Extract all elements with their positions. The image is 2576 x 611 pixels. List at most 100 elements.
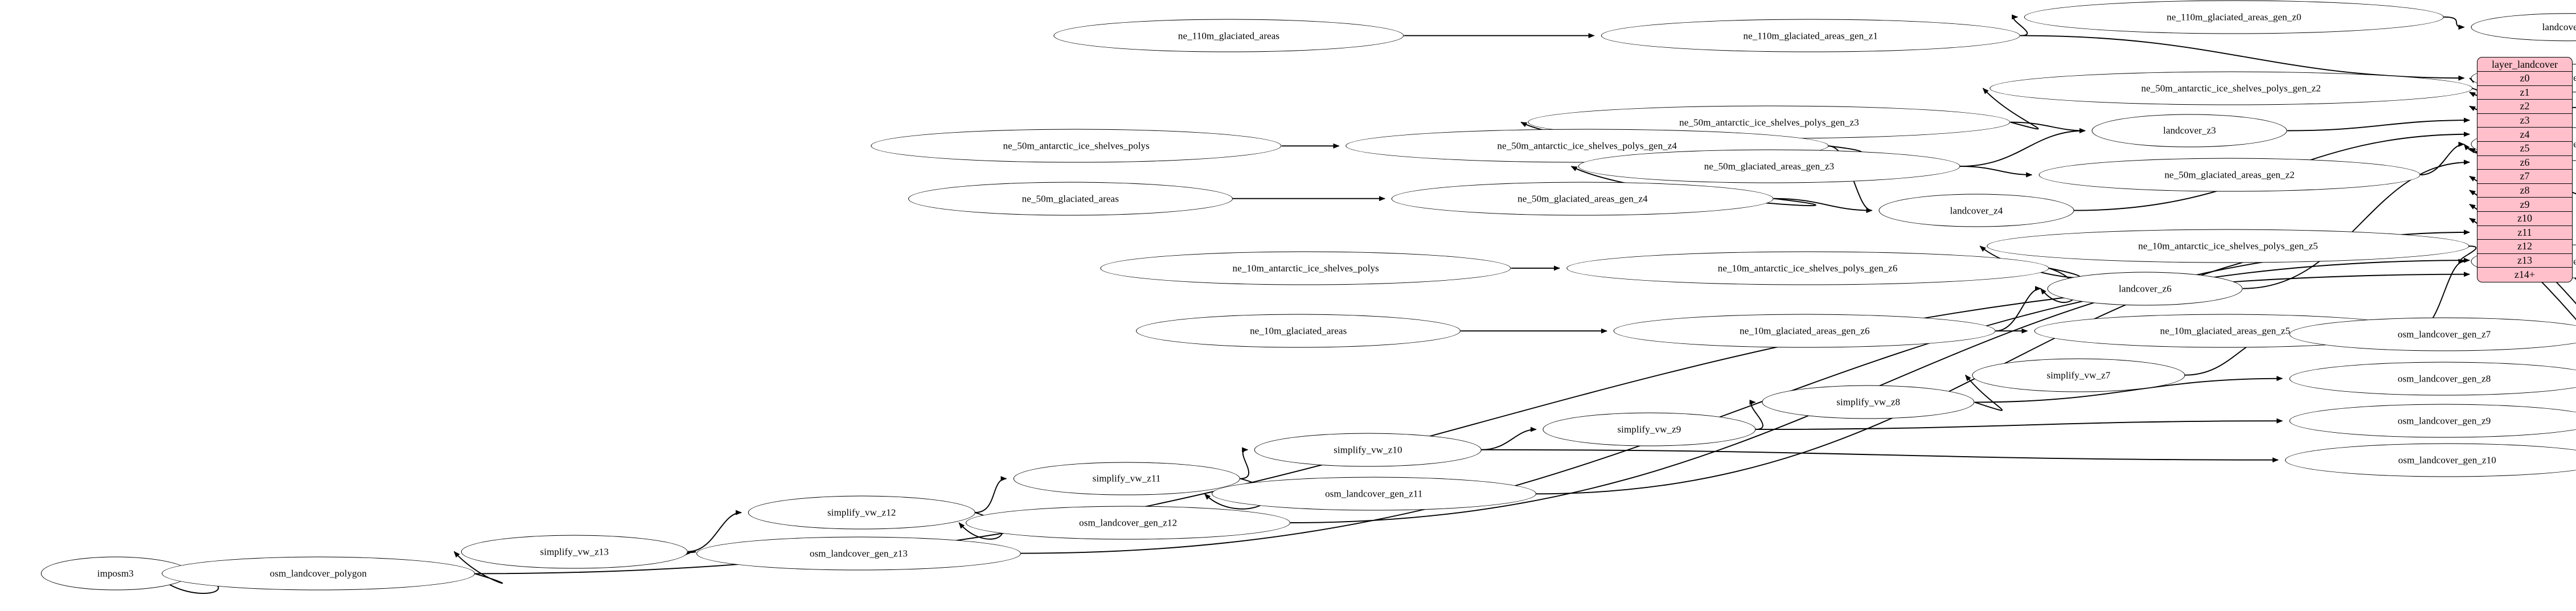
- graph-node-label: osm_landcover_gen_z8: [2397, 373, 2491, 384]
- graph-edge: [1773, 198, 1873, 214]
- graph-edge: [688, 510, 742, 552]
- graph-node-osm-landcover-gen-z8[interactable]: osm_landcover_gen_z8: [2289, 362, 2576, 396]
- graph-node-label: simplify_vw_z9: [1617, 424, 1681, 435]
- graph-node-label: ne_10m_antarctic_ice_shelves_polys_gen_z…: [2138, 240, 2318, 252]
- graph-node-simplify-vw-z10[interactable]: simplify_vw_z10: [1254, 433, 1482, 467]
- table-row-z10[interactable]: z10: [2477, 212, 2572, 226]
- table-row-z5[interactable]: z5: [2477, 142, 2572, 156]
- table-row-z4[interactable]: z4: [2477, 128, 2572, 142]
- graph-node-label: ne_50m_glaciated_areas_gen_z2: [2164, 169, 2295, 181]
- graph-node-label: osm_landcover_polygon: [269, 568, 367, 579]
- table-row-z12[interactable]: z12: [2477, 240, 2572, 254]
- graph-node-ne-10m-antarctic-ice-shelves-polys-gen-z5[interactable]: ne_10m_antarctic_ice_shelves_polys_gen_z…: [1987, 229, 2470, 263]
- graph-node-label: ne_50m_antarctic_ice_shelves_polys: [1003, 140, 1150, 151]
- graph-edge: [1749, 399, 1763, 430]
- graph-edge: [1982, 88, 2039, 130]
- graph-edge: [2010, 121, 2086, 134]
- graph-node-osm-landcover-gen-z11[interactable]: osm_landcover_gen_z11: [1211, 477, 1536, 511]
- graph-node-label: ne_50m_antarctic_ice_shelves_polys_gen_z…: [1679, 117, 1859, 128]
- table-row-z11[interactable]: z11: [2477, 226, 2572, 240]
- table-row-z7[interactable]: z7: [2477, 170, 2572, 184]
- table-row-z8[interactable]: z8: [2477, 184, 2572, 198]
- graph-node-ne-50m-glaciated-areas-gen-z4[interactable]: ne_50m_glaciated_areas_gen_z4: [1391, 182, 1774, 216]
- graph-node-simplify-vw-z13[interactable]: simplify_vw_z13: [461, 535, 688, 569]
- graph-node-label: ne_50m_glaciated_areas_gen_z4: [1517, 193, 1648, 204]
- graph-node-label: landcover_z4: [1950, 205, 2003, 216]
- graph-node-label: ne_50m_antarctic_ice_shelves_polys_gen_z…: [1497, 140, 1677, 151]
- graph-edge: [1755, 418, 2283, 430]
- graph-node-label: landcover_z3: [2163, 125, 2216, 136]
- graph-node-ne-10m-antarctic-ice-shelves-polys-gen-z6[interactable]: ne_10m_antarctic_ice_shelves_polys_gen_z…: [1566, 251, 2049, 285]
- graph-node-label: osm_landcover_gen_z7: [2397, 329, 2491, 340]
- graph-node-osm-landcover-gen-z12[interactable]: osm_landcover_gen_z12: [966, 506, 1291, 540]
- table-row-z14plus[interactable]: z14+: [2514, 269, 2536, 281]
- table-row-z1[interactable]: z1: [2477, 86, 2572, 100]
- graph-node-label: simplify_vw_z12: [827, 507, 896, 518]
- graph-node-label: ne_110m_glaciated_areas_gen_z0: [2167, 11, 2302, 23]
- graph-node-simplify-vw-z11[interactable]: simplify_vw_z11: [1013, 462, 1240, 495]
- table-row-z2[interactable]: z2: [2477, 100, 2572, 114]
- graph-node-ne-110m-glaciated-areas[interactable]: ne_110m_glaciated_areas: [1053, 19, 1404, 53]
- graph-node-label: ne_110m_glaciated_areas_gen_z1: [1743, 30, 1878, 42]
- graph-node-ne-110m-glaciated-areas-gen-z0[interactable]: ne_110m_glaciated_areas_gen_z0: [2024, 0, 2444, 34]
- table-title: layer_landcover: [2477, 58, 2572, 72]
- graph-edge: [2421, 141, 2465, 175]
- graph-node-osm-landcover-polygon[interactable]: osm_landcover_polygon: [162, 556, 475, 591]
- graph-node-label: ne_10m_glaciated_areas_gen_z6: [1740, 325, 1870, 337]
- graph-node-osm-landcover-gen-z7[interactable]: osm_landcover_gen_z7: [2289, 317, 2576, 351]
- graph-node-ne-50m-glaciated-areas-gen-z3[interactable]: ne_50m_glaciated_areas_gen_z3: [1578, 149, 1960, 183]
- graph-edge: [975, 476, 1007, 514]
- graph-node-label: ne_50m_antarctic_ice_shelves_polys_gen_z…: [2141, 83, 2321, 94]
- graph-node-ne-50m-glaciated-areas[interactable]: ne_50m_glaciated_areas: [908, 182, 1233, 216]
- graph-node-osm-landcover-gen-z13[interactable]: osm_landcover_gen_z13: [696, 536, 1021, 571]
- graph-node-label: ne_10m_antarctic_ice_shelves_polys_gen_z…: [1717, 263, 1898, 274]
- graph-node-osm-landcover-gen-z9[interactable]: osm_landcover_gen_z9: [2289, 404, 2576, 438]
- graph-edge: [2242, 159, 2470, 289]
- graph-node-ne-10m-glaciated-areas-gen-z6[interactable]: ne_10m_glaciated_areas_gen_z6: [1613, 314, 1996, 348]
- graph-node-label: osm_landcover_gen_z13: [809, 548, 908, 559]
- graph-node-simplify-vw-z7[interactable]: simplify_vw_z7: [1972, 358, 2185, 392]
- table-row-z13[interactable]: z13: [2477, 254, 2572, 268]
- table-row-z6[interactable]: z6: [2477, 156, 2572, 170]
- graph-node-simplify-vw-z9[interactable]: simplify_vw_z9: [1543, 412, 1756, 446]
- graph-node-ne-110m-glaciated-areas-gen-z1[interactable]: ne_110m_glaciated_areas_gen_z1: [1601, 19, 2021, 53]
- table-row-z3[interactable]: z3: [2477, 114, 2572, 128]
- graph-node-ne-10m-antarctic-ice-shelves-polys[interactable]: ne_10m_antarctic_ice_shelves_polys: [1100, 251, 1511, 285]
- graph-node-label: simplify_vw_z10: [1334, 444, 1402, 456]
- graph-node-label: osm_landcover_gen_z12: [1079, 517, 1178, 528]
- graph-node-label: ne_50m_glaciated_areas_gen_z3: [1704, 161, 1835, 172]
- graph-node-ne-50m-antarctic-ice-shelves-polys-gen-z4[interactable]: ne_50m_antarctic_ice_shelves_polys_gen_z…: [1346, 129, 1828, 163]
- graph-node-label: osm_landcover_gen_z10: [2398, 454, 2496, 466]
- graph-edge: [1960, 166, 2033, 178]
- graph-node-label: ne_10m_glaciated_areas_gen_z5: [2160, 325, 2291, 337]
- graph-edge: [2012, 14, 2028, 36]
- graph-node-label: imposm3: [97, 568, 134, 579]
- graph-node-simplify-vw-z12[interactable]: simplify_vw_z12: [748, 495, 975, 530]
- graph-node-ne-50m-glaciated-areas-gen-z2[interactable]: ne_50m_glaciated_areas_gen_z2: [2038, 158, 2421, 192]
- table-row-z9[interactable]: z9: [2477, 198, 2572, 212]
- graph-edge: [453, 551, 503, 584]
- graph-node-landcover-z3[interactable]: landcover_z3: [2091, 114, 2287, 147]
- graph-node-landcover-z6[interactable]: landcover_z6: [2047, 272, 2243, 306]
- graph-node-label: landcover_z0: [2542, 22, 2576, 33]
- graph-node-label: osm_landcover_gen_z11: [1325, 488, 1423, 499]
- graph-node-ne-50m-antarctic-ice-shelves-polys[interactable]: ne_50m_antarctic_ice_shelves_polys: [871, 129, 1282, 163]
- graph-node-osm-landcover-gen-z10[interactable]: osm_landcover_gen_z10: [2284, 443, 2576, 477]
- graph-edge: [2443, 16, 2465, 30]
- graph-node-ne-50m-antarctic-ice-shelves-polys-gen-z2[interactable]: ne_50m_antarctic_ice_shelves_polys_gen_z…: [1990, 71, 2472, 105]
- graph-node-label: osm_landcover_gen_z9: [2397, 415, 2491, 427]
- graph-edge: [1481, 449, 2279, 463]
- graph-node-simplify-vw-z8[interactable]: simplify_vw_z8: [1762, 385, 1975, 419]
- table-row-z0[interactable]: z0: [2477, 72, 2572, 86]
- graph-node-ne-10m-glaciated-areas[interactable]: ne_10m_glaciated_areas: [1136, 314, 1461, 348]
- graph-node-landcover-z4[interactable]: landcover_z4: [1878, 194, 2074, 228]
- graph-edge: [1240, 447, 1249, 479]
- graph-edge: [1960, 128, 2086, 167]
- graph-edge: [1974, 376, 2283, 403]
- graph-node-label: landcover_z6: [2118, 283, 2172, 294]
- graph-edge: [1290, 244, 2470, 523]
- graph-node-label: ne_50m_glaciated_areas: [1022, 193, 1119, 204]
- graph-node-label: ne_10m_antarctic_ice_shelves_polys: [1232, 263, 1379, 274]
- graph-edge: [1965, 374, 2003, 411]
